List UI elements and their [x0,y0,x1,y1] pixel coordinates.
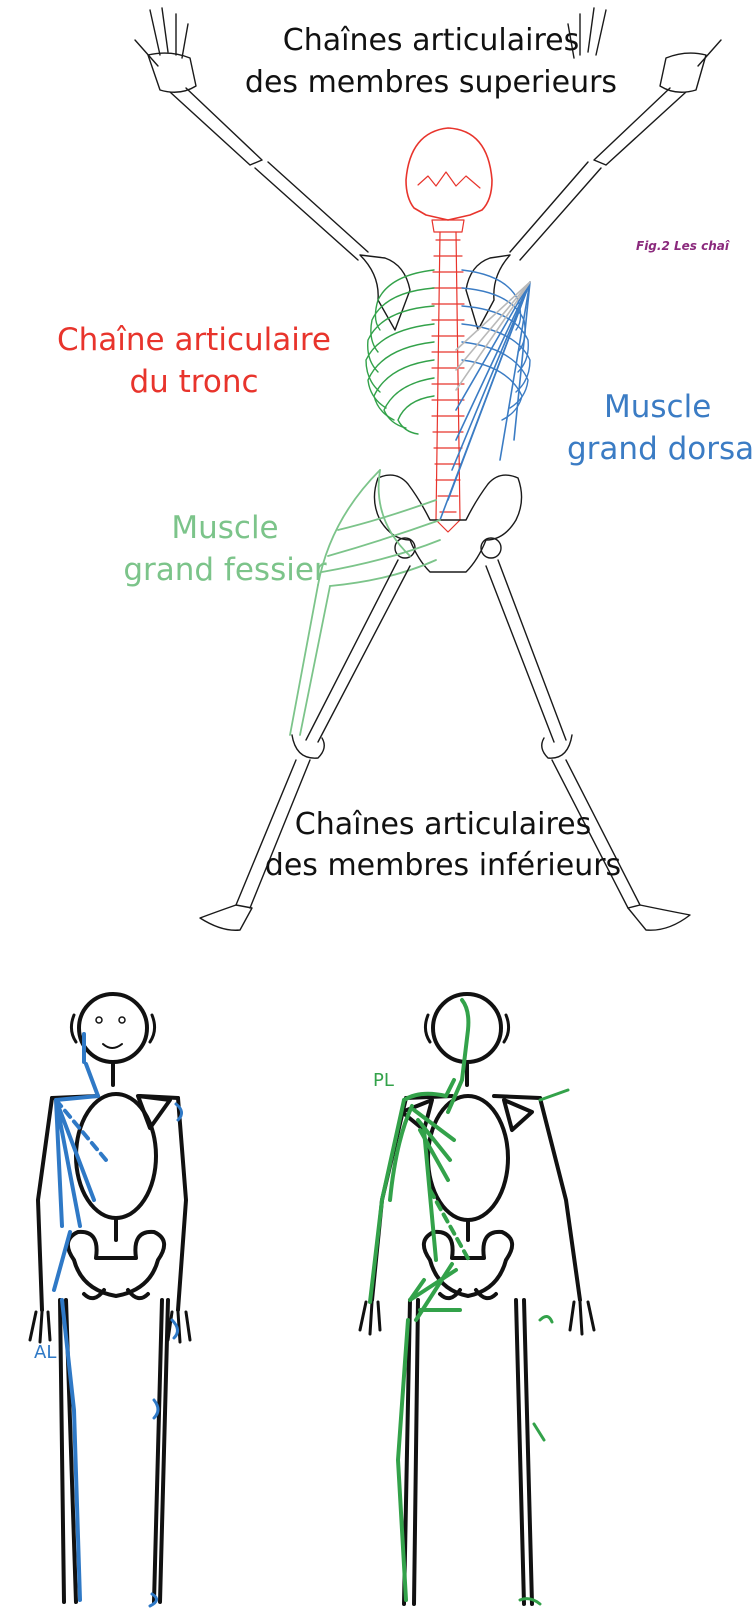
label-upper-limbs: Chaînes articulaires des membres superie… [245,23,617,100]
left-humerus [255,162,368,260]
label-trunk: Chaîne articulaire du tronc [57,322,331,400]
posterior-lateral-chain [370,1000,568,1604]
pelvis [374,475,521,572]
stick-right-thorax [428,1096,508,1220]
caption-fig-number: Fig.2 [636,239,670,253]
gluteus-muscle [290,470,440,735]
right-knee [542,735,572,758]
label-gluteus-line2: grand fessier [123,552,327,588]
label-latissimus-line1: Muscle [604,389,711,425]
right-humerus [510,162,601,260]
stick-figure-left [30,994,190,1602]
right-foot [628,905,690,930]
stick-left-arm-right [178,1098,186,1310]
right-femur [486,560,566,742]
stick-right-leg-right [516,1300,532,1604]
label-latissimus-line2: grand dorsa [567,431,754,467]
stick-left-leg-right [154,1300,168,1602]
stick-figure-right [360,994,594,1604]
left-ribs [366,270,434,434]
figure-caption: Fig.2 Les chaî [636,239,730,253]
label-al: AL [34,1342,56,1363]
skeleton-figure [135,8,721,930]
left-hand [135,8,196,92]
left-scapula [360,255,410,330]
label-gluteus-line1: Muscle [171,510,278,546]
label-gluteus: Muscle grand fessier [123,510,327,588]
label-pl: PL [373,1070,394,1091]
latissimus-upper-fibres [456,282,530,390]
spine [432,220,464,532]
label-upper-limbs-line1: Chaînes articulaires [283,23,579,58]
label-latissimus: Muscle grand dorsa [567,389,754,467]
label-lower-limbs: Chaînes articulaires des membres inférie… [265,807,621,883]
stick-left-head [79,994,147,1062]
label-upper-limbs-line2: des membres superieurs [245,65,617,100]
stick-right-arm-right [540,1098,580,1300]
label-trunk-line2: du tronc [129,364,258,400]
caption-text: Les chaî [674,239,730,253]
label-lower-limbs-line2: des membres inférieurs [265,848,621,883]
label-trunk-line1: Chaîne articulaire [57,322,331,358]
label-lower-limbs-line1: Chaînes articulaires [295,807,591,842]
left-foot [200,905,252,930]
stick-left-arm-left [38,1098,52,1310]
skull [406,128,492,220]
